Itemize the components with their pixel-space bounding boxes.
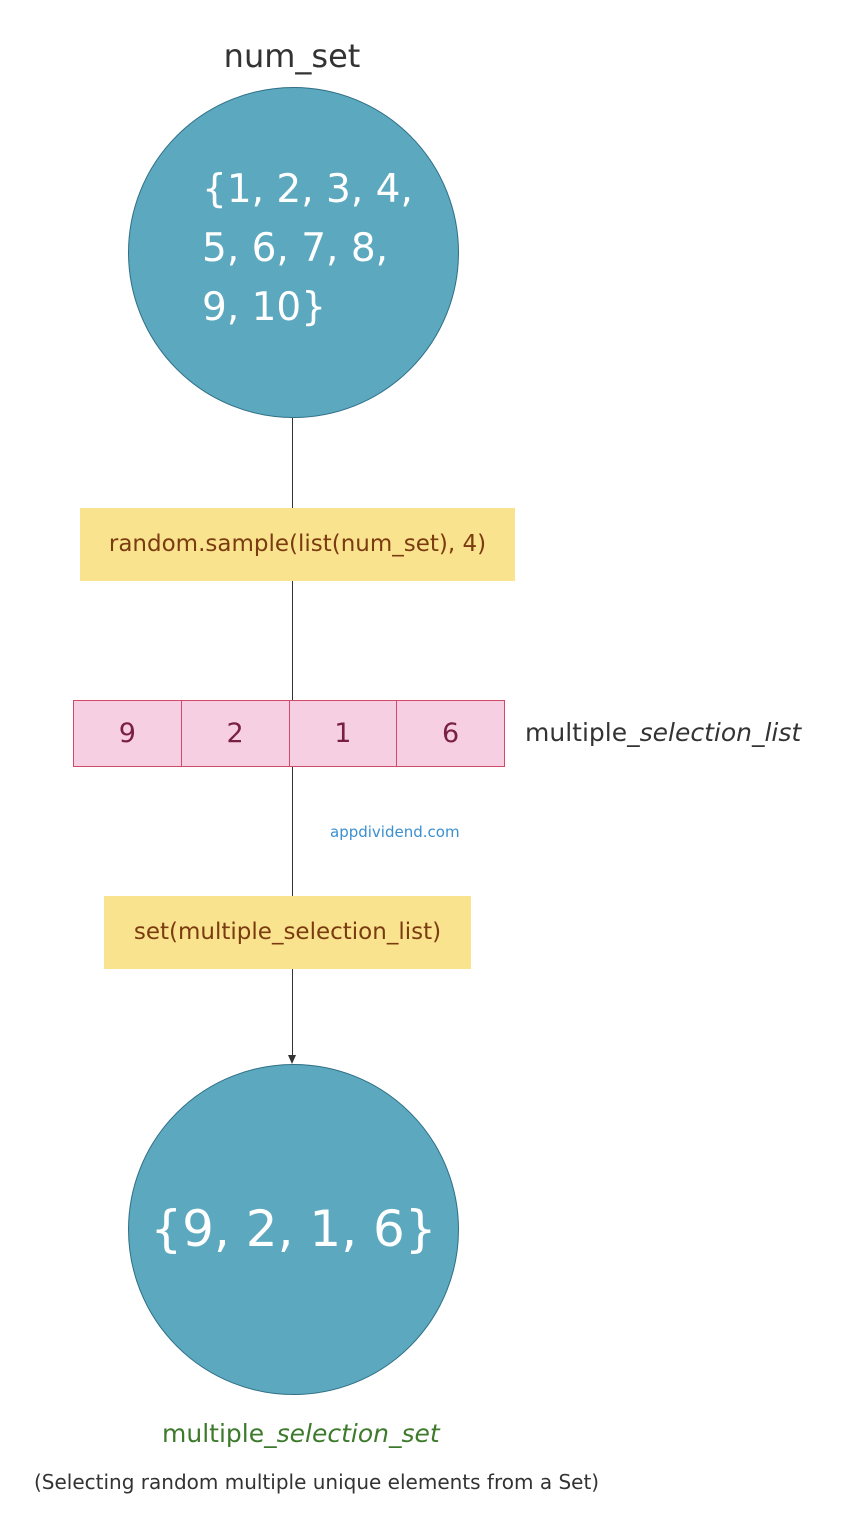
arrow-head-icon (288, 1055, 296, 1064)
list-cell: 9 (74, 701, 182, 766)
random-sample-box: random.sample(list(num_set), 4) (80, 508, 515, 581)
connector-line (292, 418, 293, 508)
selection-list-label: multiple_selection_list (525, 714, 801, 752)
num-set-contents: {1, 2, 3, 4, 5, 6, 7, 8, 9, 10} (202, 167, 413, 330)
result-set-label: multiple_selection_set (162, 1416, 440, 1452)
num-set-title: num_set (223, 37, 361, 75)
result-set-circle (128, 1064, 459, 1395)
connector-line (292, 969, 293, 1057)
result-set-label-prefix: multiple_ (162, 1419, 277, 1448)
selection-list-row: 9 2 1 6 (73, 700, 505, 767)
result-set-label-suffix: selection_set (276, 1419, 440, 1448)
watermark-text: appdividend.com (330, 823, 460, 841)
list-cell: 2 (182, 701, 290, 766)
diagram-caption: (Selecting random multiple unique elemen… (34, 1470, 600, 1494)
selection-list-label-prefix: multiple_ (525, 718, 640, 747)
selection-list-label-suffix: selection_list (639, 718, 802, 747)
connector-line (292, 581, 293, 700)
num-set-circle (128, 87, 459, 418)
set-conversion-box: set(multiple_selection_list) (104, 896, 471, 969)
connector-line (292, 767, 293, 896)
list-cell: 1 (290, 701, 398, 766)
result-set-contents: {9, 2, 1, 6} (150, 1200, 437, 1258)
list-cell: 6 (442, 718, 460, 749)
